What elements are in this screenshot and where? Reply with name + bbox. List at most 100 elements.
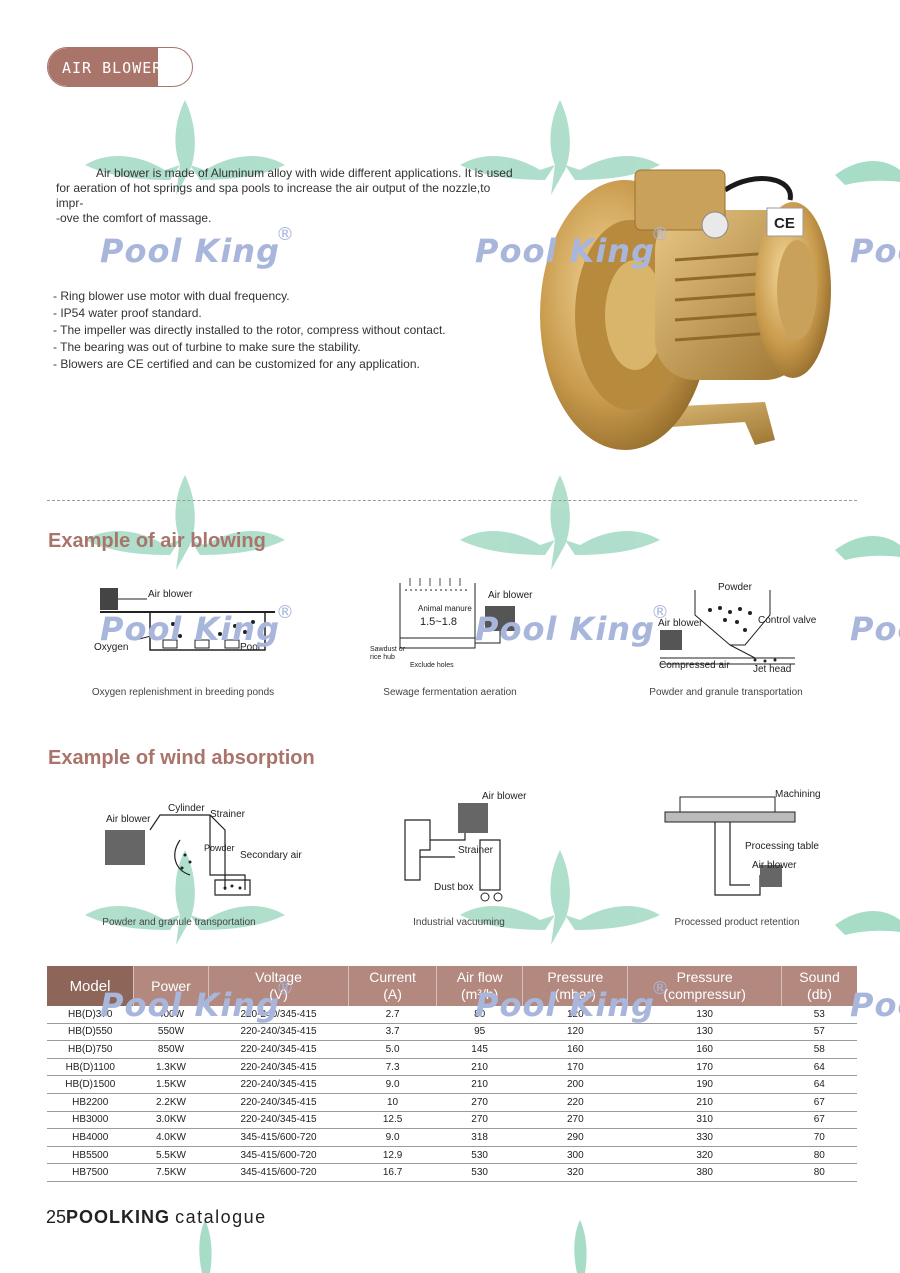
spec-table: Model Power Voltage(V) Current(A) Air fl… — [47, 966, 857, 1182]
diagram-label: Strainer — [210, 809, 246, 820]
table-cell: 130 — [627, 1023, 782, 1042]
table-cell: HB4000 — [47, 1128, 134, 1147]
diagram-caption: Industrial vacuuming — [413, 917, 505, 928]
diagram-caption: Sewage fermentation aeration — [383, 687, 517, 698]
pool-king-watermark: Pool King® — [475, 602, 670, 648]
table-cell: 530 — [436, 1146, 523, 1165]
table-cell: 3.7 — [348, 1023, 437, 1042]
col-header-current: Current(A) — [348, 966, 437, 1006]
table-cell: 7.5KW — [133, 1163, 209, 1182]
table-cell: 270 — [436, 1093, 523, 1112]
diagram-label: Exclude holes — [410, 662, 454, 669]
diagram-label: Sawdust or — [370, 646, 406, 653]
table-cell: 210 — [627, 1093, 782, 1112]
pool-king-watermark: Pool King® — [475, 978, 670, 1024]
table-cell: 270 — [522, 1111, 628, 1130]
table-cell: 345-415/600-720 — [208, 1128, 349, 1147]
section-tag: AIR BLOWER — [47, 47, 193, 87]
table-cell: 9.0 — [348, 1128, 437, 1147]
table-cell: 80 — [781, 1163, 857, 1182]
table-cell: HB2200 — [47, 1093, 134, 1112]
table-cell: 10 — [348, 1093, 437, 1112]
footer-catalogue: catalogue — [175, 1207, 267, 1227]
table-cell: 170 — [627, 1058, 782, 1077]
table-cell: 310 — [627, 1111, 782, 1130]
table-cell: 210 — [436, 1075, 523, 1094]
dolphin-watermark-icon — [85, 100, 285, 195]
table-cell: 320 — [627, 1146, 782, 1165]
table-cell: 380 — [627, 1163, 782, 1182]
page-number: 25 — [46, 1207, 67, 1227]
diagram-industrial-vacuuming — [404, 803, 503, 902]
table-cell: HB7500 — [47, 1163, 134, 1182]
diagram-label: Air blower — [658, 618, 703, 629]
diagram-label: Jet head — [753, 664, 792, 675]
diagram-caption: Oxygen replenishment in breeding ponds — [91, 687, 275, 698]
dolphin-watermark-icon — [835, 910, 900, 935]
col-header-pressure-mbar: Pressure(mbar) — [522, 966, 628, 1006]
table-cell: 80 — [436, 1006, 523, 1024]
table-cell: 290 — [522, 1128, 628, 1147]
diagram-label: Dust box — [434, 882, 474, 893]
table-cell: 130 — [627, 1006, 782, 1024]
table-cell: 120 — [522, 1023, 628, 1042]
diagram-label: Cylinder — [168, 803, 205, 814]
diagram-label: Powder — [718, 582, 752, 593]
pool-king-watermark: Pool King® — [100, 224, 295, 270]
diagram-powder-suction — [105, 814, 251, 896]
dolphin-watermark-icon — [460, 850, 660, 945]
diagram-label: Air blower — [752, 860, 797, 871]
diagram-label: Air blower — [148, 589, 193, 600]
feature-item: - Ring blower use motor with dual freque… — [53, 289, 290, 303]
table-cell: 160 — [627, 1040, 782, 1059]
diagram-label: Air blower — [106, 814, 151, 825]
table-cell: 16.7 — [348, 1163, 437, 1182]
pool-king-watermark: Pool King® — [100, 602, 295, 648]
table-cell: 12.5 — [348, 1111, 437, 1130]
table-cell: HB(D)1100 — [47, 1058, 134, 1077]
col-header-model: Model — [47, 966, 134, 1006]
diagram-label: Powder — [204, 843, 235, 853]
diagram-product-retention — [664, 796, 796, 896]
diagram-label: Air blower — [482, 791, 527, 802]
pool-king-watermark: Pool King® — [100, 978, 295, 1024]
col-header-voltage: Voltage(V) — [207, 966, 349, 1006]
section-tag-fill — [48, 48, 158, 86]
table-cell: 64 — [781, 1075, 857, 1094]
diagram-caption: Powder and granule transportation — [649, 687, 803, 698]
diagram-label: Air blower — [488, 590, 533, 601]
table-cell: HB(D)1500 — [47, 1075, 134, 1094]
table-cell: 1.5KW — [133, 1075, 209, 1094]
table-cell: HB(D)550 — [47, 1023, 134, 1042]
table-cell: 220-240/345-415 — [208, 1040, 349, 1059]
table-cell: 2.7 — [348, 1006, 437, 1024]
table-cell: 67 — [781, 1093, 857, 1112]
table-cell: 300 — [522, 1146, 628, 1165]
dolphin-watermark-icon — [460, 475, 660, 570]
table-cell: 5.5KW — [133, 1146, 209, 1165]
table-cell: 220-240/345-415 — [208, 1111, 349, 1130]
table-cell: 57 — [781, 1023, 857, 1042]
page-footer: 25POOLKING catalogue — [46, 1207, 267, 1228]
diagram-label: Control valve — [758, 615, 817, 626]
diagram-label: Compressed air — [659, 660, 730, 671]
dolphin-watermark-icon — [85, 475, 285, 570]
table-cell: 550W — [133, 1023, 209, 1042]
section-tag-label: AIR BLOWER — [62, 59, 163, 77]
table-cell: 220-240/345-415 — [208, 1058, 349, 1077]
col-header-pressure-compressur: Pressure(compressur) — [627, 966, 782, 1006]
table-cell: 67 — [781, 1111, 857, 1130]
diagram-label: Processing table — [745, 841, 819, 852]
diagram-caption: Processed product retention — [674, 917, 800, 928]
diagram-powder-transport — [660, 590, 795, 665]
dolphin-watermark-icon — [574, 1220, 587, 1273]
table-cell: 190 — [627, 1075, 782, 1094]
intro-line: Air blower is made of Aluminum alloy wit… — [96, 166, 513, 180]
table-cell: 220-240/345-415 — [208, 1093, 349, 1112]
pool-king-watermark: Pool King — [850, 610, 900, 648]
